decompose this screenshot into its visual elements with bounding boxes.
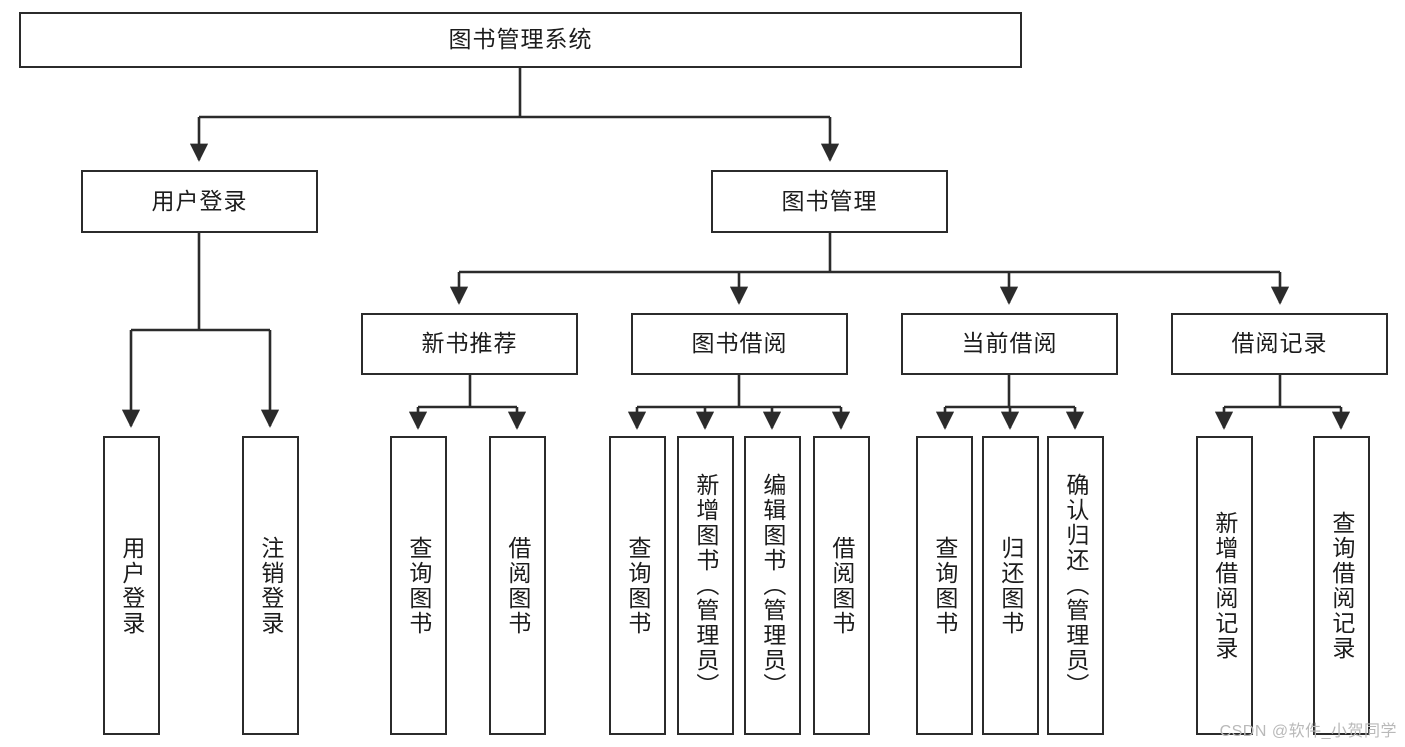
node-current-borrow[interactable]: 当前借阅 xyxy=(901,313,1118,375)
node-label: 查询图书 xyxy=(624,535,651,636)
node-label: 图书借阅 xyxy=(691,330,788,357)
node-book-management-system[interactable]: 图书管理系统 xyxy=(19,12,1022,68)
node-leaf-query-borrow-record[interactable]: 查询借阅记录 xyxy=(1313,436,1370,735)
node-leaf-user-login[interactable]: 用户登录 xyxy=(103,436,160,735)
node-leaf-logout-login[interactable]: 注销登录 xyxy=(242,436,299,735)
node-label: 注销登录 xyxy=(257,535,284,636)
node-book-management[interactable]: 图书管理 xyxy=(711,170,948,233)
node-label: 当前借阅 xyxy=(961,330,1058,357)
node-leaf-query-book-1[interactable]: 查询图书 xyxy=(390,436,447,735)
node-label: 查询图书 xyxy=(405,535,432,636)
node-label: 编辑图书（管理员） xyxy=(759,473,786,698)
node-label: 查询借阅记录 xyxy=(1328,510,1355,661)
node-new-book-recommend[interactable]: 新书推荐 xyxy=(361,313,578,375)
node-leaf-add-book-admin[interactable]: 新增图书（管理员） xyxy=(677,436,734,735)
node-label: 归还图书 xyxy=(997,535,1024,636)
node-label: 用户登录 xyxy=(118,535,145,636)
node-label: 图书管理 xyxy=(781,187,878,214)
node-leaf-return-book[interactable]: 归还图书 xyxy=(982,436,1039,735)
node-book-borrow[interactable]: 图书借阅 xyxy=(631,313,848,375)
csdn-watermark: CSDN @软件_小贺同学 xyxy=(1219,723,1397,740)
node-label: 新书推荐 xyxy=(421,330,518,357)
node-leaf-query-book-3[interactable]: 查询图书 xyxy=(916,436,973,735)
node-borrow-record[interactable]: 借阅记录 xyxy=(1171,313,1388,375)
node-leaf-edit-book-admin[interactable]: 编辑图书（管理员） xyxy=(744,436,801,735)
node-label: 借阅图书 xyxy=(828,535,855,636)
node-label: 借阅记录 xyxy=(1231,330,1328,357)
node-label: 新增图书（管理员） xyxy=(692,473,719,698)
node-leaf-query-book-2[interactable]: 查询图书 xyxy=(609,436,666,735)
node-label: 用户登录 xyxy=(151,187,248,214)
node-label: 确认归还（管理员） xyxy=(1062,473,1089,698)
node-leaf-confirm-return-admin[interactable]: 确认归还（管理员） xyxy=(1047,436,1104,735)
node-label: 查询图书 xyxy=(931,535,958,636)
node-user-login[interactable]: 用户登录 xyxy=(81,170,318,233)
node-label: 新增借阅记录 xyxy=(1211,510,1238,661)
node-leaf-add-borrow-record[interactable]: 新增借阅记录 xyxy=(1196,436,1253,735)
node-label: 图书管理系统 xyxy=(448,26,593,53)
node-label: 借阅图书 xyxy=(504,535,531,636)
node-leaf-borrow-book-1[interactable]: 借阅图书 xyxy=(489,436,546,735)
node-leaf-borrow-book-2[interactable]: 借阅图书 xyxy=(813,436,870,735)
